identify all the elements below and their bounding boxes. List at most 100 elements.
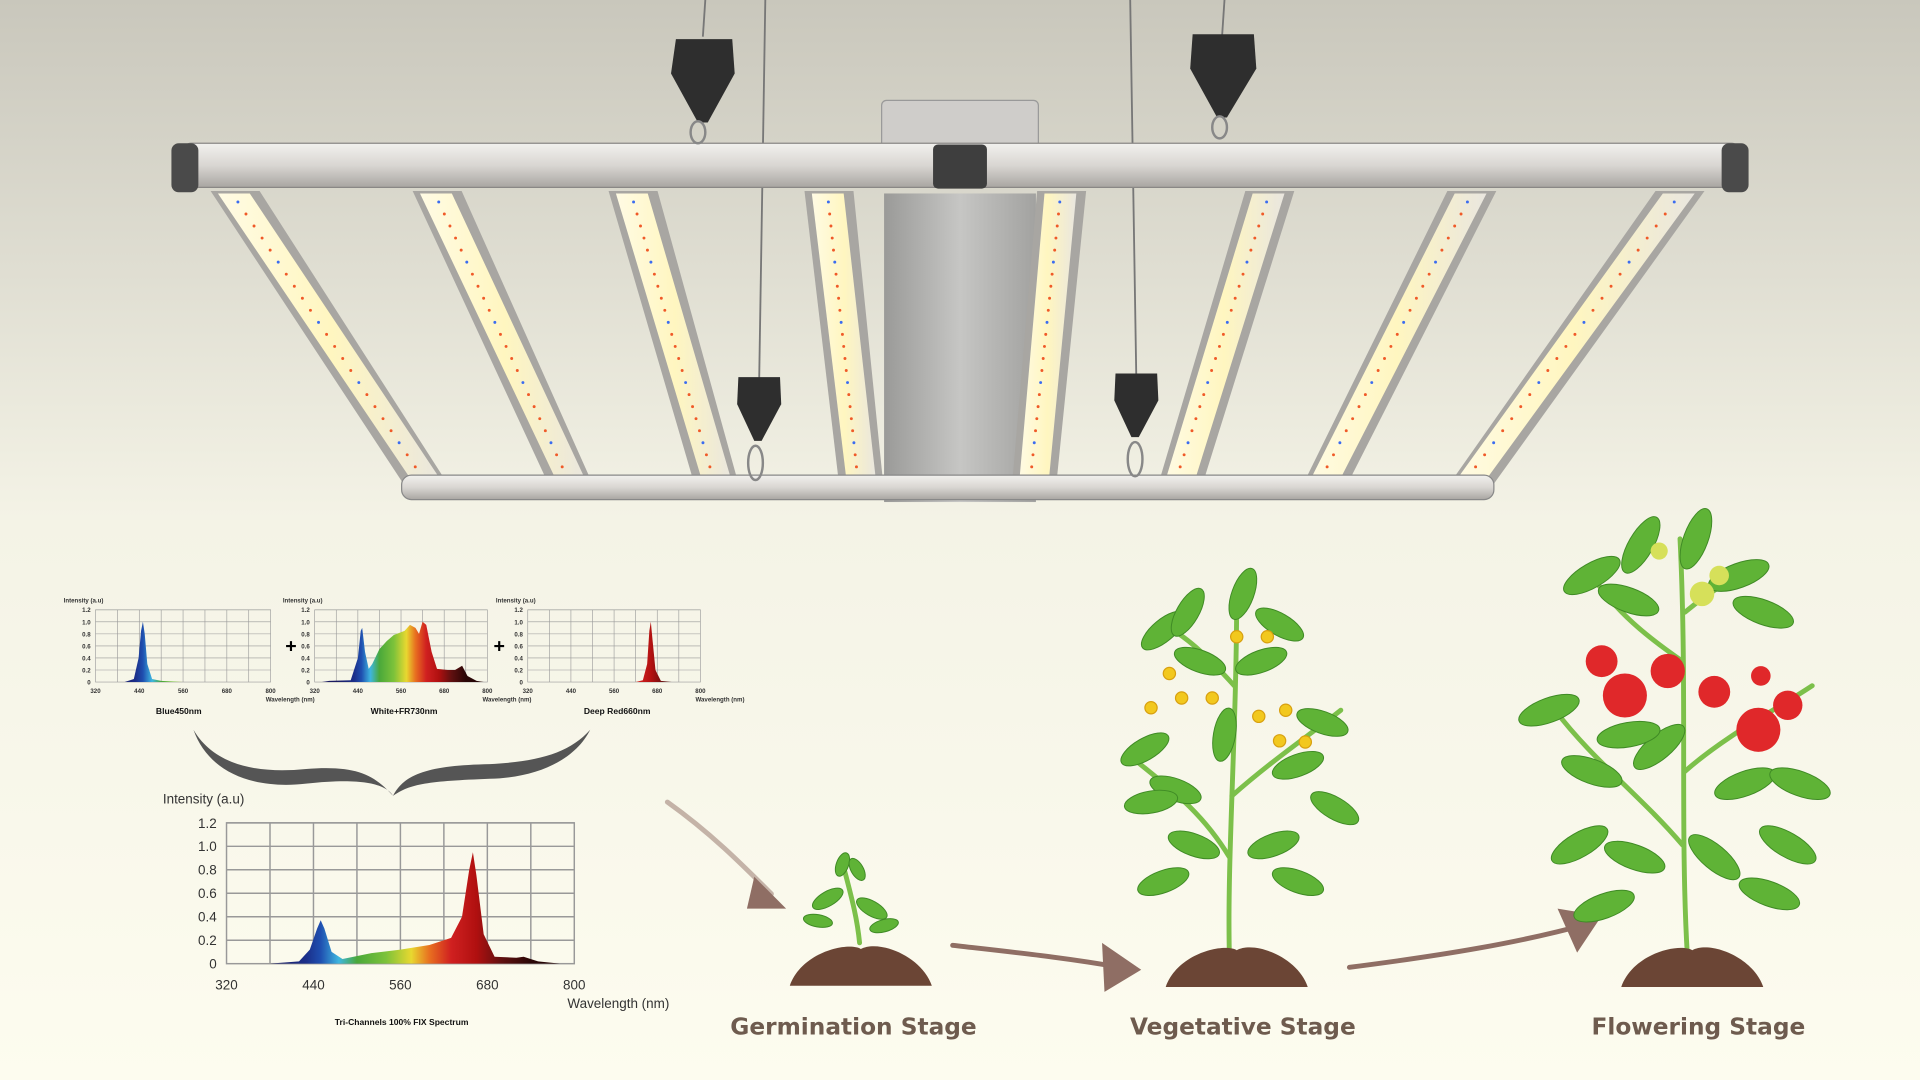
led-chip (1421, 284, 1425, 288)
led-chip (1363, 393, 1367, 397)
y-tick-label: 1.2 (514, 607, 523, 614)
led-chip (1032, 441, 1036, 445)
y-tick-label: 1.0 (198, 839, 217, 854)
led-chip (663, 308, 667, 312)
led-chip (1245, 260, 1249, 264)
green-tomato (1689, 581, 1715, 607)
led-chip (1402, 320, 1406, 324)
leaf (1123, 789, 1179, 815)
led-chip (1221, 332, 1225, 336)
leaf (1563, 555, 1621, 596)
led-chip (691, 405, 695, 409)
plant-illustrations (789, 508, 1831, 987)
led-chip (828, 212, 832, 216)
y-tick-label: 1.0 (82, 619, 91, 626)
led-chip (1198, 405, 1202, 409)
led-chip (1446, 236, 1450, 240)
led-chip (1031, 453, 1035, 457)
led-chip (465, 260, 469, 264)
leaf (848, 857, 866, 881)
led-chip (1034, 429, 1038, 433)
led-chip (1030, 465, 1034, 469)
led-chip (847, 393, 851, 397)
flower (1278, 703, 1293, 717)
tomato (1751, 666, 1771, 686)
x-tick-label: 320 (523, 688, 534, 695)
led-chip (504, 344, 508, 348)
led-chip (642, 236, 646, 240)
led-chip (1453, 224, 1457, 228)
led-chip (1265, 200, 1269, 204)
led-bar (1163, 193, 1285, 488)
led-chip (1609, 284, 1613, 288)
x-tick-label: 320 (90, 688, 101, 695)
leaf (1518, 693, 1580, 727)
led-chip (413, 465, 417, 469)
y-axis-label: Intensity (a.u) (163, 791, 245, 806)
leaf (1271, 867, 1325, 896)
driver-box (881, 99, 1039, 150)
led-chip (839, 320, 843, 324)
y-tick-label: 0.8 (514, 631, 523, 638)
chart-title: Deep Red660nm (584, 706, 651, 716)
led-chip (1459, 212, 1463, 216)
leaf (1173, 646, 1227, 676)
leaf (1561, 755, 1623, 788)
y-axis-label: Intensity (a.u) (496, 597, 536, 604)
led-chip (673, 344, 677, 348)
led-chip (848, 405, 852, 409)
leaf (1550, 825, 1609, 865)
led-chip (1627, 260, 1631, 264)
led-chip (1048, 296, 1052, 300)
led-chip (632, 200, 636, 204)
led-chip (389, 429, 393, 433)
led-chip (1214, 357, 1218, 360)
hanging-wires (701, 0, 1226, 380)
tomato (1773, 690, 1803, 720)
y-tick-label: 0.2 (82, 667, 91, 674)
leaf (1167, 830, 1220, 860)
led-chip (1206, 381, 1210, 385)
led-chip (1573, 332, 1577, 336)
stem (1226, 585, 1240, 958)
led-chip (543, 429, 547, 433)
led-chip (645, 248, 649, 252)
y-tick-label: 0.4 (198, 910, 217, 925)
flower (1252, 709, 1266, 724)
y-tick-label: 0.8 (82, 631, 91, 638)
y-tick-label: 1.2 (198, 816, 217, 831)
led-chip (1383, 357, 1386, 360)
led-chip (701, 441, 705, 445)
x-axis-label: Wavelength (nm) (567, 996, 669, 1011)
led-chip (1537, 381, 1541, 385)
led-chip (1645, 236, 1649, 240)
x-tick-label: 560 (178, 688, 189, 695)
led-chip (1672, 200, 1676, 204)
leaf (834, 852, 851, 877)
led-chip (325, 332, 329, 336)
led-chip (493, 320, 497, 324)
led-chip (659, 296, 663, 300)
chart-title: Blue450nm (156, 706, 202, 716)
stage-label-vegetative: Vegetative Stage (1130, 1014, 1356, 1041)
center-connector (933, 144, 987, 189)
led-chip (680, 369, 684, 372)
led-chip (448, 224, 452, 228)
flower (1174, 691, 1189, 705)
led-chip (527, 393, 530, 397)
led-chip (1042, 344, 1046, 348)
x-tick-label: 440 (566, 688, 577, 695)
led-chip (1040, 369, 1044, 372)
led-bar (420, 193, 589, 488)
led-chip (284, 272, 288, 276)
spectrum-area (124, 621, 184, 683)
led-chip (549, 441, 553, 445)
led-chip (1528, 393, 1532, 397)
led-chip (1233, 296, 1237, 300)
led-chip (840, 332, 844, 336)
y-tick-label: 0.6 (301, 643, 310, 650)
leaf (1228, 567, 1258, 620)
leaf (1120, 732, 1170, 767)
led-chip (1376, 369, 1380, 372)
led-chip (832, 248, 835, 252)
